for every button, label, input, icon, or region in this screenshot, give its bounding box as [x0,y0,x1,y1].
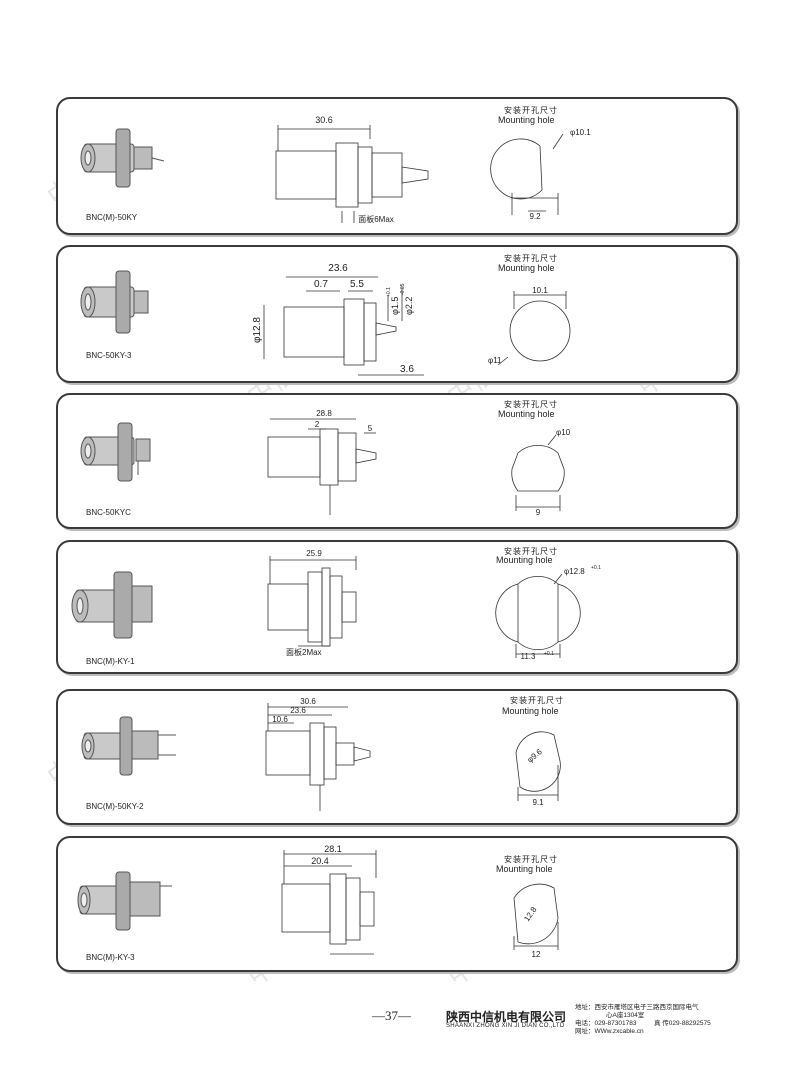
mounting-hole-drawing [513,883,559,950]
side-view-drawing [267,556,357,647]
mounting-hole-label-en: Mounting hole [498,263,555,273]
dim-d1: 20.4 [311,856,329,866]
product-card-bnc-m-50ky: 30.6 面板6Max φ10.1 9.2 BNC(M)-50KY 安装开孔尺寸… [56,97,738,235]
dim-d2: 10.6 [272,715,288,724]
hole-width: 10.1 [532,286,548,295]
mounting-hole-drawing [490,133,564,215]
connector-photo [77,871,172,931]
mounting-hole-drawing [497,291,571,366]
mounting-hole-label-en: Mounting hole [496,555,553,565]
hole-diameter: 12.8 [522,905,539,923]
page-number: —37— [372,1008,411,1023]
product-drawings: 23.6 0.7 5.5 φ12.8 φ1.5 +0.1 φ2.2 -0.05 … [80,263,571,376]
model-label: BNC(M)-50KY [86,213,138,222]
side-view-drawing [265,703,371,811]
connector-photo [80,270,149,334]
dim-tail: 3.6 [400,364,414,375]
company-fax: 真 传029-88292575 [654,1020,711,1027]
hole-diameter: φ12.8 [564,567,585,576]
hole-diameter: φ11 [488,356,502,365]
dim-panel: 面板6Max [358,214,394,224]
dim-length: 30.6 [300,697,316,706]
product-drawings: 28.1 20.4 12.8 12 [77,844,559,959]
mounting-hole-drawing [515,731,561,801]
hole-flat: 9.1 [532,798,544,807]
dim-d2: 5.5 [350,279,364,290]
product-drawings: 25.9 面板2Max φ12.8 +0.1 11.3 +0.1 [71,549,601,661]
mounting-hole-label-cn: 安装开孔尺寸 [504,106,558,115]
side-view-drawing [281,850,377,955]
mounting-hole-label-en: Mounting hole [498,115,555,125]
hole-flat-tol: +0.1 [544,651,554,657]
connector-photo [71,571,153,639]
connector-photo [80,128,165,188]
mounting-hole-drawing [495,573,581,658]
model-label: BNC(M)-KY-1 [86,657,135,666]
mounting-hole-label-en: Mounting hole [502,706,559,716]
mounting-hole-label-en: Mounting hole [498,409,555,419]
product-drawings: 28.8 2 5 φ10 9 [80,409,571,517]
dim-length: 28.1 [324,844,342,854]
dim-d1: 23.6 [290,706,306,715]
mounting-hole-label-cn: 安装开孔尺寸 [504,855,558,864]
model-label: BNC-50KY-3 [86,351,132,360]
company-name-cn: 陕西中信机电有限公司 [446,1010,567,1024]
mounting-hole-label-cn: 安装开孔尺寸 [504,547,558,556]
mounting-hole-label-cn: 安装开孔尺寸 [504,400,558,409]
company-address-line2: 心A座1304室 [606,1012,645,1019]
product-card-bnc-m-ky-1: 25.9 面板2Max φ12.8 +0.1 11.3 +0.1 BNC(M)-… [56,540,738,674]
product-card-bnc-50ky-3: 23.6 0.7 5.5 φ12.8 φ1.5 +0.1 φ2.2 -0.05 … [56,245,738,383]
hole-diameter: φ10.1 [570,128,591,137]
product-drawings: 30.6 23.6 10.6 φ9.6 9.1 [81,697,561,811]
connector-photo [81,716,176,776]
dim-length: 23.6 [328,263,348,274]
dim-panel: 面板2Max [286,647,322,657]
product-drawings: 30.6 面板6Max φ10.1 9.2 [80,115,591,224]
product-card-bnc-m-50ky-2: 30.6 23.6 10.6 φ9.6 9.1 BNC(M)-50KY-2 安装… [56,689,738,825]
hole-flat: 9 [536,508,541,517]
side-view-drawing [267,418,377,515]
company-name-en: SHAANXI ZHONG XIN JI DIAN CO.,LTD [446,1023,565,1029]
hole-diameter: φ10 [556,428,571,437]
dim-d1: 2 [315,420,320,429]
mounting-hole-label-en: Mounting hole [496,864,553,874]
mounting-hole-label-cn: 安装开孔尺寸 [504,254,558,263]
company-phone: 电话：029-87301783 [575,1020,637,1027]
dim-length: 25.9 [306,549,322,558]
dim-length: 28.8 [316,409,332,418]
dim-pin2-tol: -0.05 [400,283,406,295]
hole-diameter-tol: +0.1 [591,565,601,571]
mounting-hole-drawing [511,434,565,511]
company-website: 网址：WWw.zxcable.cn [575,1028,644,1035]
dim-length: 30.6 [315,115,333,125]
side-view-drawing [263,276,424,376]
mounting-hole-label-cn: 安装开孔尺寸 [510,696,564,705]
hole-flat: 11.3 [521,652,537,661]
dim-pin1: φ1.5 [390,297,400,315]
dim-pin2: φ2.2 [404,297,414,315]
hole-flat: 9.2 [529,212,541,221]
dim-pin1-tol: +0.1 [386,287,392,297]
side-view-drawing [275,125,429,223]
product-card-bnc-m-ky-3: 28.1 20.4 12.8 12 BNC(M)-KY-3 安装开孔尺寸 Mou… [56,836,738,972]
product-card-bnc-50kyc: 28.8 2 5 φ10 9 BNC-50KYC 安装开孔尺寸 Mounting… [56,393,738,529]
hole-diameter: φ9.6 [526,747,545,765]
dim-d1: 0.7 [314,279,328,290]
model-label: BNC-50KYC [86,508,131,517]
connector-photo [80,422,151,482]
company-address-line1: 地址：西安市雁塔区电子三路西京国际电气 [575,1004,699,1011]
dim-body-diameter: φ12.8 [252,317,263,343]
hole-flat: 12 [532,950,541,959]
model-label: BNC(M)-50KY-2 [86,802,144,811]
dim-d2: 5 [368,424,373,433]
model-label: BNC(M)-KY-3 [86,953,135,962]
